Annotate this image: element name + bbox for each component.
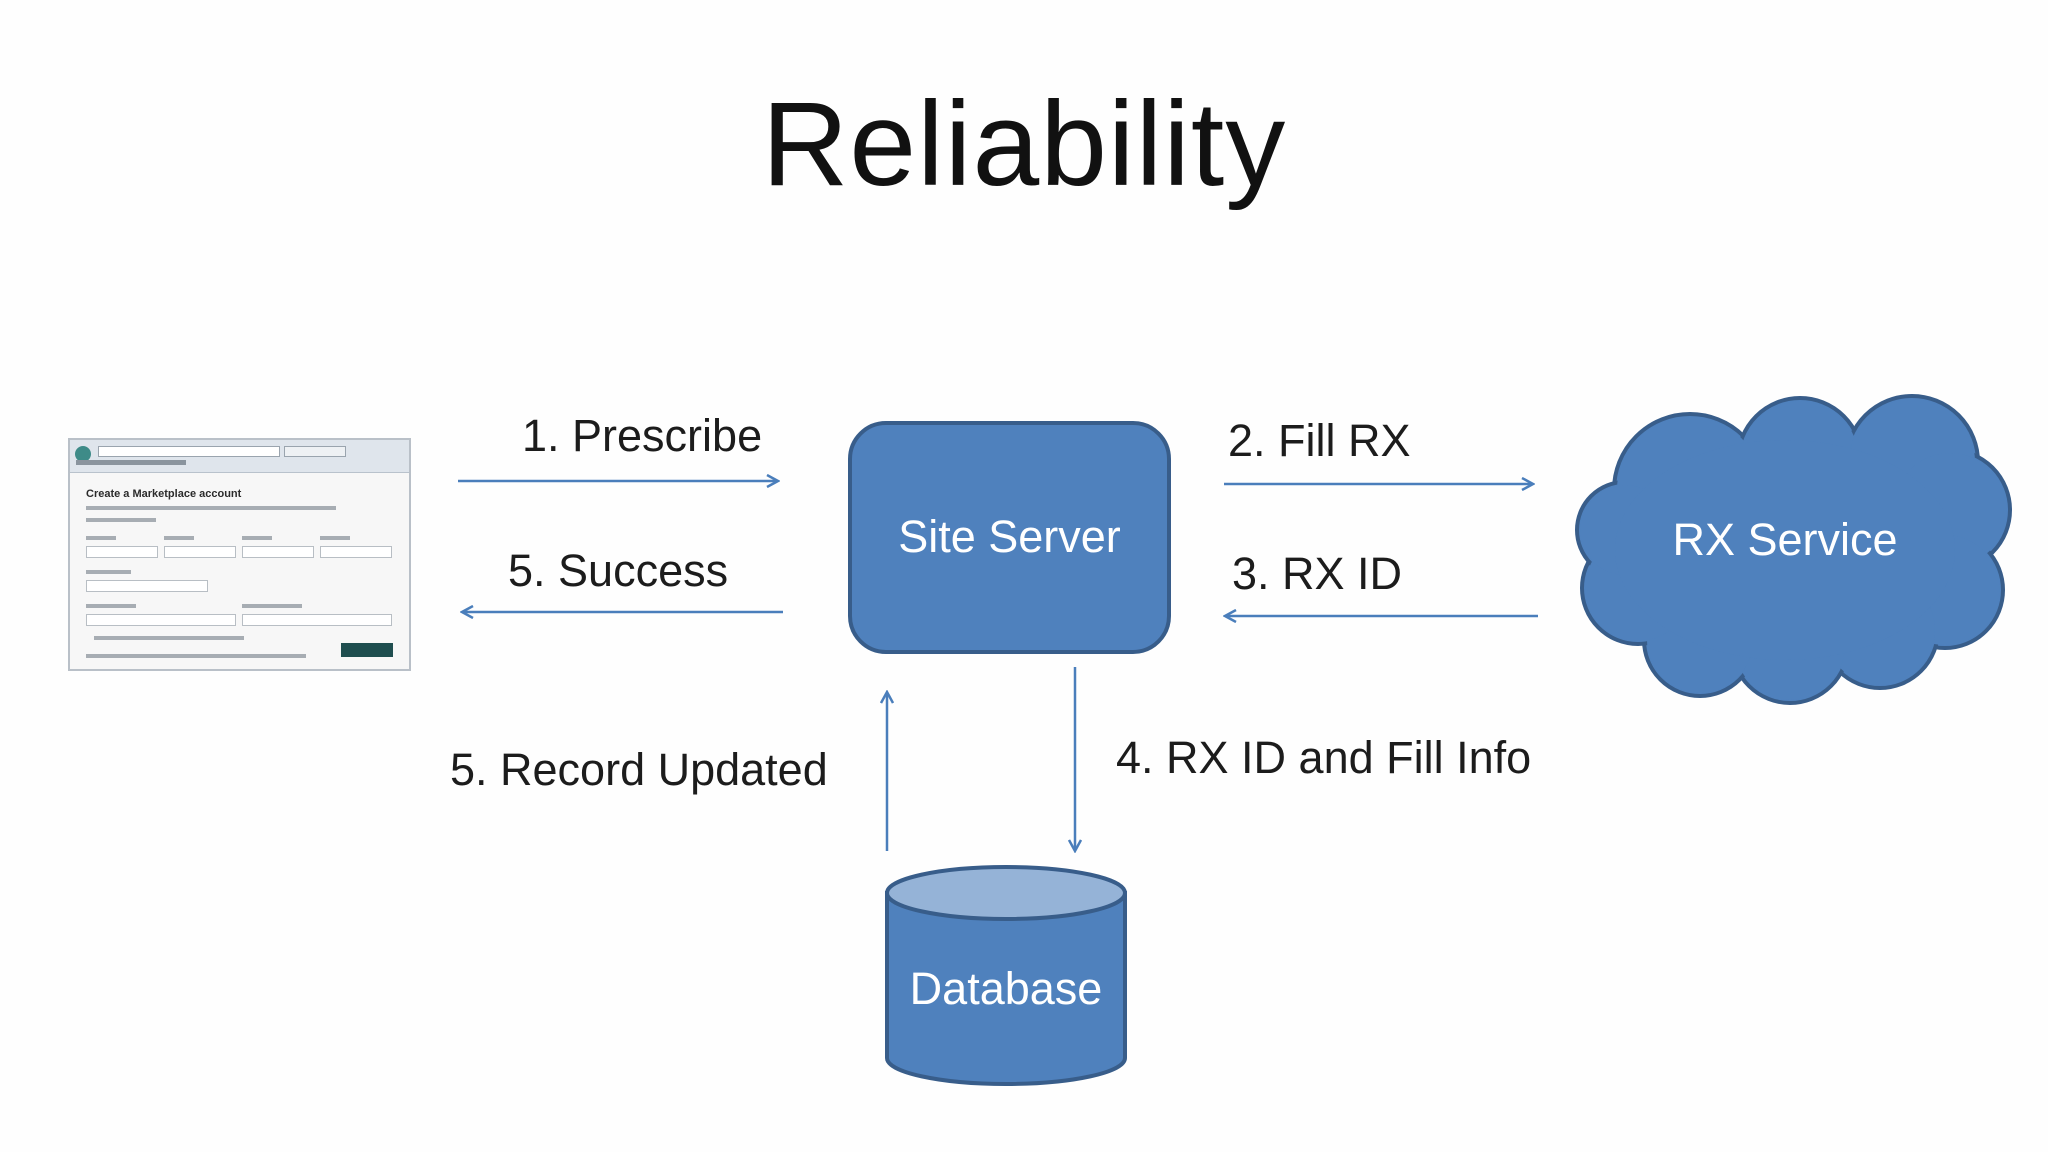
rx-service-node <box>1575 394 2012 705</box>
thumbnail-heading: Create a Marketplace account <box>86 488 242 500</box>
form-field <box>86 546 158 558</box>
text-line <box>86 536 116 540</box>
thumbnail-submit-button <box>341 643 393 657</box>
text-line <box>86 506 336 510</box>
form-field <box>320 546 392 558</box>
edge-label-prescribe: 1. Prescribe <box>522 410 763 461</box>
browser-page: Create a Marketplace account <box>86 484 397 659</box>
form-field <box>242 614 392 626</box>
database-label: Database <box>909 963 1103 1014</box>
rx-service-label: RX Service <box>1672 514 1898 565</box>
slide-title: Reliability <box>761 77 1287 211</box>
form-field <box>164 546 236 558</box>
browser-menu <box>76 460 186 465</box>
form-field <box>242 546 314 558</box>
edge-label-fill-info: 4. RX ID and Fill Info <box>1116 732 1532 783</box>
browser-logo-icon <box>75 446 91 462</box>
form-field <box>86 614 236 626</box>
edge-label-success: 5. Success <box>508 545 729 596</box>
text-line <box>242 536 272 540</box>
text-line <box>242 604 302 608</box>
text-line <box>86 570 131 574</box>
text-line <box>86 604 136 608</box>
text-line <box>86 518 156 522</box>
site-server-node <box>848 421 1171 654</box>
browser-tab <box>284 446 346 457</box>
form-field <box>86 580 208 592</box>
edge-label-record-updated: 5. Record Updated <box>450 744 828 795</box>
database-node <box>885 865 1127 1086</box>
browser-screenshot-thumbnail: Create a Marketplace account <box>68 438 411 671</box>
site-server-label: Site Server <box>898 511 1121 562</box>
address-bar <box>98 446 280 457</box>
text-line <box>320 536 350 540</box>
text-line <box>94 636 244 640</box>
browser-chrome <box>70 440 409 473</box>
edge-label-rx-id: 3. RX ID <box>1232 548 1403 599</box>
text-line <box>164 536 194 540</box>
edge-label-fill-rx: 2. Fill RX <box>1228 415 1411 466</box>
text-line <box>86 654 306 658</box>
